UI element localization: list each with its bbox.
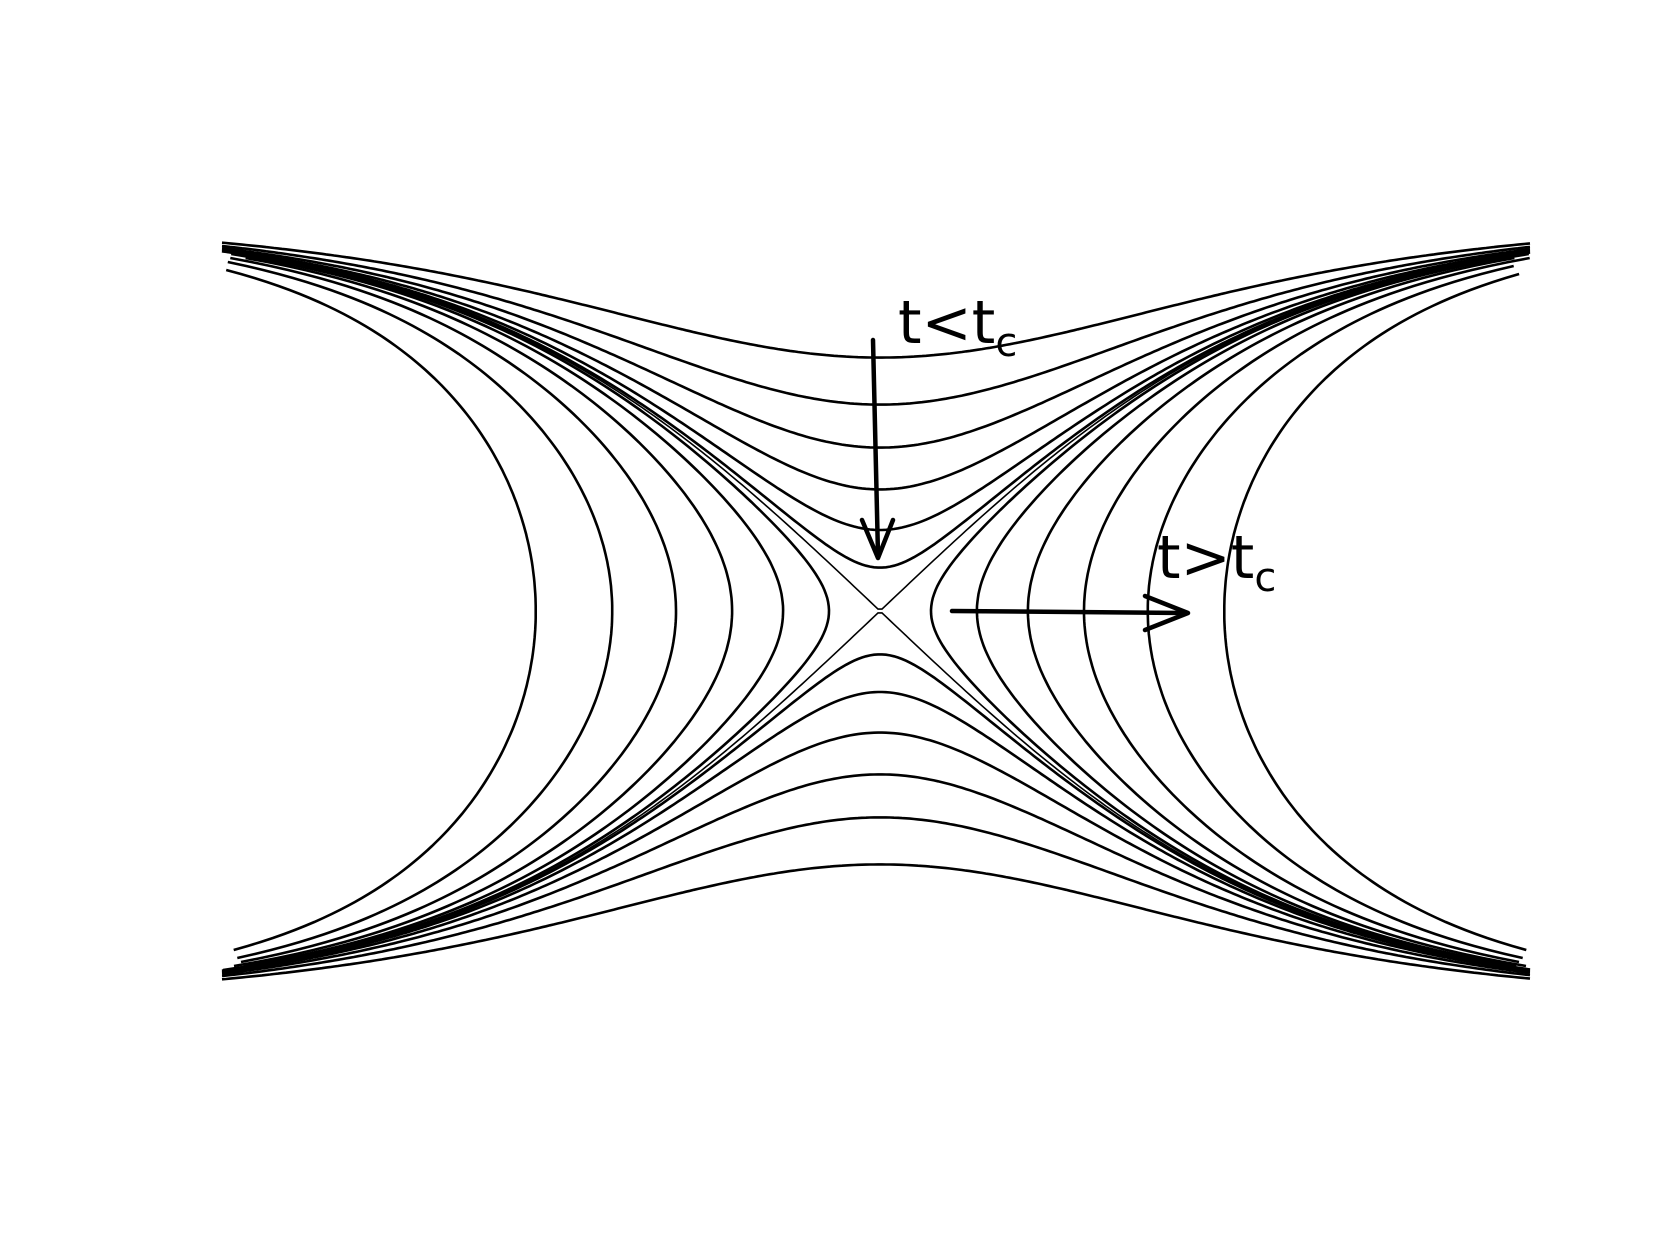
arrow-right bbox=[949, 593, 1191, 633]
level-curve-right bbox=[1223, 272, 1527, 952]
arrow-down bbox=[859, 337, 896, 561]
separatrix bbox=[221, 250, 1531, 610]
level-curve-bottom bbox=[221, 731, 1531, 974]
arrow-down-shaft bbox=[870, 337, 881, 558]
level-curve-top bbox=[221, 241, 1531, 359]
arrow-right-shaft bbox=[949, 608, 1188, 616]
arrow-right-head bbox=[1142, 593, 1191, 633]
label-before-main: t<t bbox=[898, 288, 995, 358]
label-after-critical: t>tc bbox=[1157, 523, 1276, 601]
separatrix bbox=[221, 612, 1531, 972]
level-curve-left bbox=[230, 252, 785, 968]
level-curve-left bbox=[233, 256, 734, 968]
level-curve-bottom bbox=[221, 690, 1531, 973]
label-after-main: t>t bbox=[1157, 523, 1254, 593]
arrow-down-head bbox=[859, 517, 896, 561]
level-curve-left bbox=[227, 260, 614, 960]
level-curve-right bbox=[929, 252, 1524, 968]
label-after-sub: c bbox=[1254, 555, 1276, 601]
level-curve-right bbox=[1082, 256, 1530, 964]
level-curve-left bbox=[230, 256, 678, 964]
level-curves bbox=[221, 241, 1531, 981]
level-curve-left bbox=[222, 252, 831, 972]
label-before-sub: c bbox=[995, 320, 1017, 366]
level-curve-left bbox=[225, 268, 537, 952]
level-curve-bottom bbox=[221, 863, 1531, 981]
level-curve-bottom bbox=[221, 773, 1531, 976]
label-before-critical: t<tc bbox=[898, 288, 1017, 366]
level-curve-bottom bbox=[221, 816, 1531, 978]
